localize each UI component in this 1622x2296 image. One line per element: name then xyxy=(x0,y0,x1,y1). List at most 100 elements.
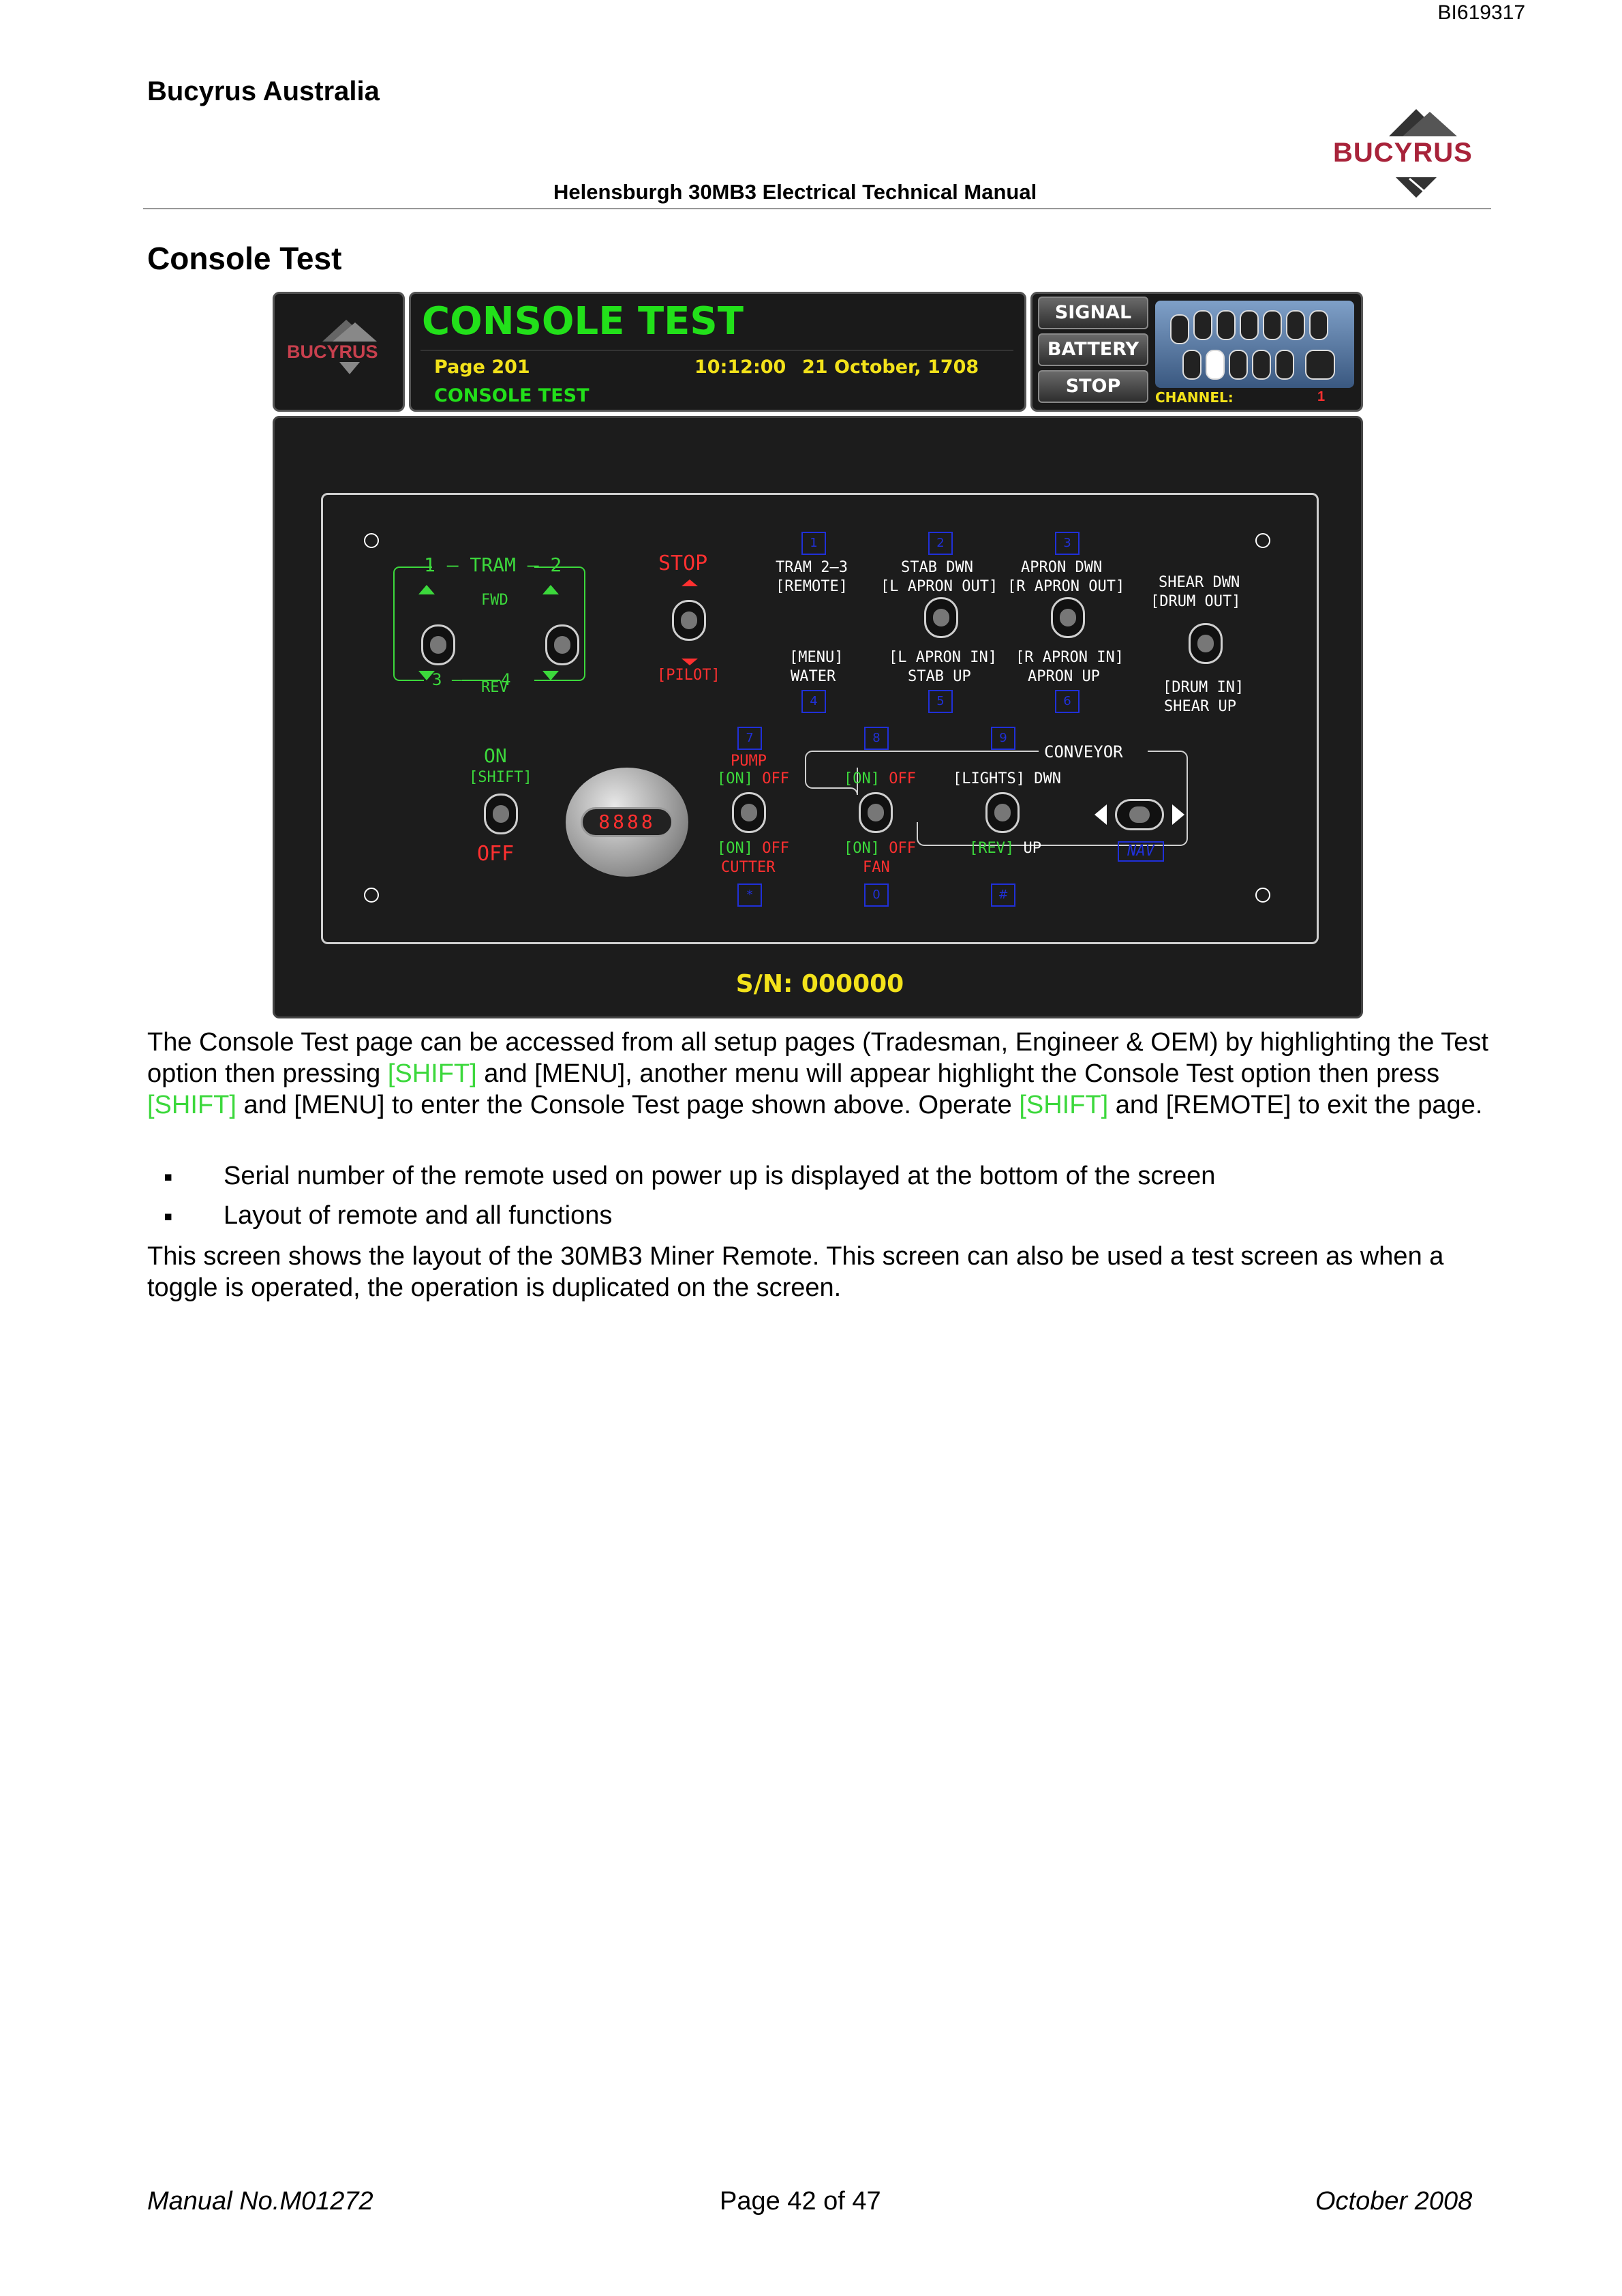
battery-button[interactable]: BATTERY xyxy=(1038,333,1148,366)
key-9[interactable]: 9 xyxy=(991,727,1015,750)
screen-title: CONSOLE TEST xyxy=(422,299,744,344)
key-1[interactable]: 1 xyxy=(801,532,826,555)
screw-hole xyxy=(1255,533,1270,548)
pilot-label: [PILOT] xyxy=(657,667,720,684)
key-6[interactable]: 6 xyxy=(1055,690,1080,713)
screen-logo: BUCYRUS xyxy=(273,292,405,412)
lights-toggle[interactable] xyxy=(985,792,1020,833)
tram-label: 1 — TRAM — 2 xyxy=(424,554,562,576)
tram23-label: TRAM 2–3 xyxy=(776,559,848,576)
channel-dot xyxy=(1309,310,1328,340)
section-title: Console Test xyxy=(147,241,342,276)
apron-dwn-label: APRON DWN xyxy=(1021,559,1103,576)
serial-number: S/N: 000000 xyxy=(735,970,904,998)
fwd-label: FWD xyxy=(481,592,508,609)
conveyor-frame xyxy=(805,751,1188,846)
footer-date: October 2008 xyxy=(1315,2187,1473,2216)
digital-readout: 8888 xyxy=(581,807,673,837)
apron-up-label: APRON UP xyxy=(1028,668,1100,685)
key-4[interactable]: 4 xyxy=(801,690,826,713)
cutter-label: CUTTER xyxy=(721,859,776,876)
screw-hole xyxy=(1255,888,1270,903)
lights-dwn-label: [LIGHTS] DWN xyxy=(953,770,1061,787)
footer-page: Page 42 of 47 xyxy=(720,2187,881,2216)
conveyor-fan-toggle[interactable] xyxy=(859,792,893,833)
signal-button[interactable]: SIGNAL xyxy=(1038,297,1148,329)
conveyor-label: CONVEYOR xyxy=(1044,742,1123,761)
header-divider xyxy=(143,208,1491,209)
fan-onoff-label: [ON] OFF xyxy=(844,840,916,857)
bullet-item: Serial number of the remote used on powe… xyxy=(224,1162,1216,1190)
channel-dot xyxy=(1216,310,1236,340)
stop-label: STOP xyxy=(658,552,708,575)
nav-label: NAV xyxy=(1118,841,1164,862)
screw-hole xyxy=(364,533,379,548)
screen-subtitle: CONSOLE TEST xyxy=(434,385,590,406)
rev-label: REV xyxy=(481,679,508,696)
channel-value: 1 xyxy=(1317,389,1326,404)
console-test-screen: BUCYRUS CONSOLE TEST Page 201 10:12:00 2… xyxy=(273,292,1363,1018)
apron-toggle[interactable] xyxy=(1051,597,1085,638)
drum-in-label: [DRUM IN] xyxy=(1163,679,1244,696)
channel-dot xyxy=(1229,350,1248,380)
tram2-toggle[interactable] xyxy=(545,624,579,665)
drum-out-label: [DRUM OUT] xyxy=(1150,593,1241,610)
pump-label: PUMP xyxy=(731,753,767,770)
rev-up-label: [REV] UP xyxy=(969,840,1041,857)
key-2[interactable]: 2 xyxy=(928,532,953,555)
manual-title: Helensburgh 30MB3 Electrical Technical M… xyxy=(553,180,1037,204)
r-apron-in-label: [R APRON IN] xyxy=(1015,649,1124,666)
key-5[interactable]: 5 xyxy=(928,690,953,713)
nav-toggle[interactable] xyxy=(1115,799,1164,830)
shear-toggle[interactable] xyxy=(1189,623,1223,664)
nav-arrows xyxy=(1095,804,1184,825)
remote-outline: 1 — TRAM — 2 3 ———— 4 FWD REV STOP [PILO… xyxy=(321,493,1319,944)
cutter-onoff-label: [ON] OFF xyxy=(717,840,789,857)
channel-dot xyxy=(1182,350,1202,380)
screw-hole xyxy=(364,888,379,903)
pump-cutter-toggle[interactable] xyxy=(732,792,766,833)
menu-label: [MENU] xyxy=(789,649,844,666)
status-panel: SIGNAL BATTERY STOP CHANNEL: 1 xyxy=(1030,292,1363,412)
key-8[interactable]: 8 xyxy=(864,727,889,750)
footer-manual-no: Manual No.M01272 xyxy=(147,2187,373,2216)
channel-display xyxy=(1155,301,1354,388)
key-7[interactable]: 7 xyxy=(737,727,762,750)
channel-dot xyxy=(1263,310,1282,340)
key-star[interactable]: * xyxy=(737,883,762,907)
shift-toggle[interactable] xyxy=(484,794,518,834)
tram1-toggle[interactable] xyxy=(421,624,455,665)
company-name: Bucyrus Australia xyxy=(147,76,380,106)
stop-arrows xyxy=(682,579,698,665)
stop-button[interactable]: STOP xyxy=(1038,370,1148,403)
fan-label: FAN xyxy=(863,859,890,876)
key-3[interactable]: 3 xyxy=(1055,532,1080,555)
layout-paragraph: This screen shows the layout of the 30MB… xyxy=(147,1242,1444,1302)
stab-up-label: STAB UP xyxy=(908,668,971,685)
off-label: OFF xyxy=(477,842,515,866)
pump-onoff-label: [ON] OFF xyxy=(717,770,789,787)
channel-dot xyxy=(1305,350,1335,380)
document-id: BI619317 xyxy=(1437,1,1525,24)
remote-label: [REMOTE] xyxy=(776,578,848,595)
r-apron-out-label: [R APRON OUT] xyxy=(1007,578,1125,595)
channel-dot xyxy=(1193,310,1212,340)
channel-dot-selected xyxy=(1206,350,1225,380)
channel-dot xyxy=(1275,350,1294,380)
logo-text: BUCYRUS xyxy=(1333,138,1473,168)
tram-group-frame xyxy=(393,567,585,681)
digital-display-knob: 8888 xyxy=(566,768,688,877)
bullet-marker: ▪ xyxy=(164,1203,173,1231)
stop-toggle[interactable] xyxy=(672,600,706,641)
on-label: ON xyxy=(484,744,507,767)
remote-layout-panel: 1 — TRAM — 2 3 ———— 4 FWD REV STOP [PILO… xyxy=(273,416,1363,1018)
key-0[interactable]: 0 xyxy=(864,883,889,907)
channel-dot xyxy=(1252,350,1271,380)
l-apron-in-label: [L APRON IN] xyxy=(889,649,997,666)
bullet-marker: ▪ xyxy=(164,1163,173,1192)
key-hash[interactable]: # xyxy=(991,883,1015,907)
shear-dwn-label: SHEAR DWN xyxy=(1159,574,1240,591)
stab-toggle[interactable] xyxy=(924,597,958,638)
conveyor-onoff-label: [ON] OFF xyxy=(844,770,916,787)
date-display: 21 October, 1708 xyxy=(802,357,979,378)
